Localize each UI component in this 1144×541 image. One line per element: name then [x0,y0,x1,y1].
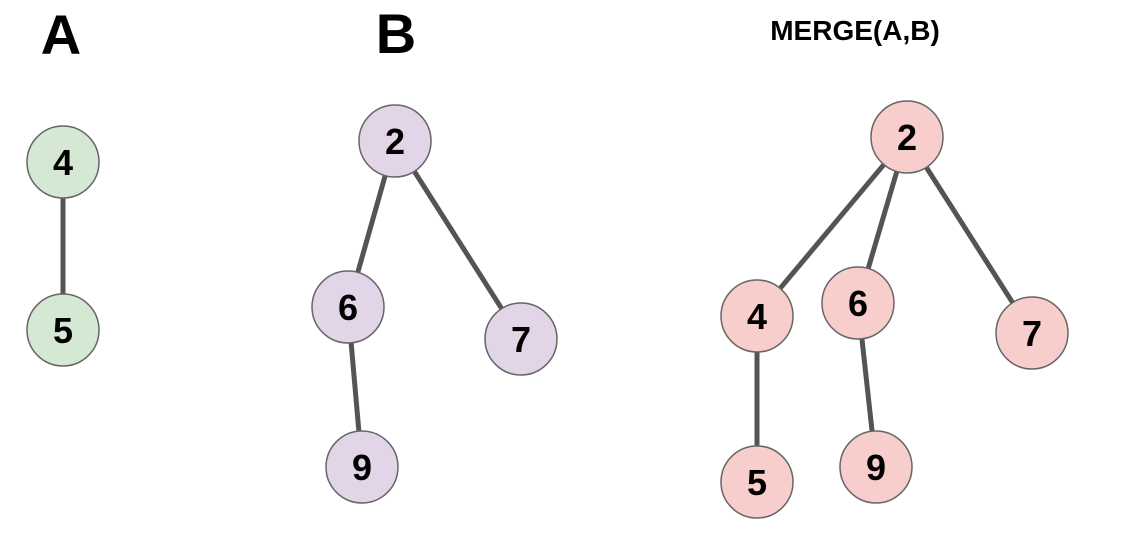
tree-a-title: A [41,3,81,66]
tree-merge-node-6-label: 6 [848,283,868,324]
tree-merge-node-4 [720,279,794,353]
tree-a-node-4-label: 4 [53,142,73,183]
tree-b-node-6 [311,270,385,344]
tree-a-node-5 [26,293,100,367]
tree-b-node-2-label: 2 [385,121,405,162]
tree-merge-node-5-label: 5 [747,462,767,503]
tree-b-node-7-label: 7 [511,319,531,360]
tree-merge-edge-2-7 [904,135,1035,335]
tree-b-edge-2-7 [392,139,524,341]
tree-merge-node-5 [720,445,794,519]
tree-b-node-7 [484,302,558,376]
tree-merge-title: MERGE(A,B) [770,15,940,46]
tree-merge-node-2-label: 2 [897,117,917,158]
tree-b-node-2 [358,104,432,178]
tree-merge-node-7 [995,296,1069,370]
tree-merge-node-2 [870,100,944,174]
tree-b-node-6-label: 6 [338,287,358,328]
tree-merge-edge-2-4 [755,135,909,318]
tree-merge-node-6 [821,266,895,340]
tree-b: 2 6 7 9 B [311,2,558,504]
tree-b-node-9 [325,430,399,504]
tree-merge-node-9-label: 9 [866,447,886,488]
tree-b-title: B [376,2,416,65]
tree-a-node-4 [26,125,100,199]
tree-b-node-9-label: 9 [352,447,372,488]
tree-merge-node-4-label: 4 [747,296,767,337]
tree-merge: 2 4 6 7 5 9 MERGE(A,B) [720,15,1069,519]
tree-merge-node-7-label: 7 [1022,313,1042,354]
tree-merge-node-9 [839,430,913,504]
tree-a: 4 5 A [26,3,100,367]
tree-a-node-5-label: 5 [53,310,73,351]
